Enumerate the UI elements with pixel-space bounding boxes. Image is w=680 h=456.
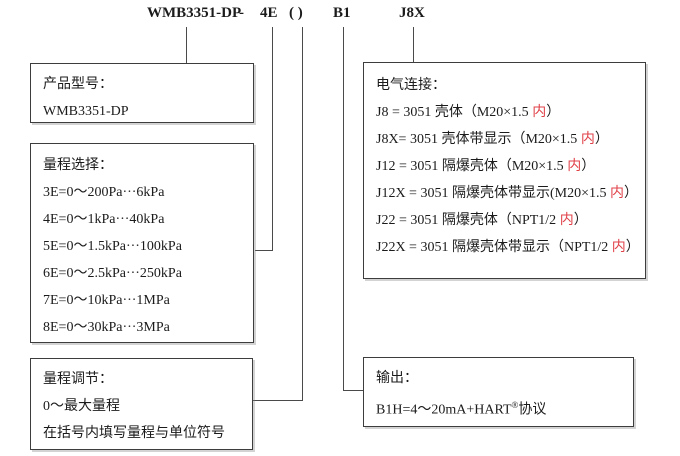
range-option: 8E=0～30kPa···3MPa [43,320,170,335]
output-value-text: B1H=4～20mA+HART [376,402,512,418]
range-option: 7E=0～10kPa···1MPa [43,293,170,308]
electrical-option: J8X= 3051 壳体带显示（M20×1.5 内） [364,126,645,153]
range-option: 6E=0～2.5kPa···250kPa [43,266,182,281]
range-option: 3E=0～200Pa···6kPa [43,185,165,200]
electrical-option-text: J12X = 3051 隔爆壳体带显示(M20×1.5 [376,186,610,201]
header-paren-placeholder: ( ) [289,5,303,21]
electrical-option-red-text: 内 [567,159,582,174]
electrical-option-text: J12 = 3051 隔爆壳体（M20×1.5 [376,159,568,174]
output-box: 输出： B1H=4～20mA+HART®协议 [363,357,634,427]
electrical-option-text: J8X= 3051 壳体带显示（M20×1.5 [376,132,581,147]
range-adjustment-title: 量程调节： [43,372,113,387]
header-dash: - [239,5,244,21]
electrical-connection-box: 电气连接： J8 = 3051 壳体（M20×1.5 内） J8X= 3051 … [363,62,646,279]
connector-adjust-vline [302,27,303,401]
connector-range-vline [272,27,273,251]
header-connection-code: J8X [399,5,425,21]
electrical-option-text: J22 = 3051 隔爆壳体（NPT1/2 [376,213,560,228]
connector-adjust-hline [253,400,303,401]
header-range-code: 4E [260,5,278,21]
electrical-connection-title: 电气连接： [376,78,446,93]
registered-trademark-symbol: ® [511,400,519,410]
electrical-option-red-text: 内 [611,240,626,255]
output-value: B1H=4～20mA+HART®协议 [364,392,633,424]
range-option: 5E=0～1.5kPa···100kPa [43,239,182,254]
electrical-option-close: ） [546,105,561,120]
electrical-option: J22X = 3051 隔爆壳体带显示（NPT1/2 内） [364,234,645,261]
electrical-option-close: ） [623,186,638,201]
electrical-option-red-text: 内 [609,186,624,201]
output-title: 输出： [376,371,418,386]
electrical-option-text: J22X = 3051 隔爆壳体带显示（NPT1/2 [376,240,612,255]
electrical-option-close: ） [594,132,609,147]
electrical-option-close: ） [573,213,588,228]
range-adjustment-box: 量程调节： 0～最大量程 在括号内填写量程与单位符号 [30,358,253,450]
output-value-suffix: 协议 [518,402,547,418]
electrical-option: J22 = 3051 隔爆壳体（NPT1/2 内） [364,207,645,234]
electrical-option-close: ） [625,240,640,255]
electrical-option-red-text: 内 [559,213,574,228]
electrical-option: J8 = 3051 壳体（M20×1.5 内） [364,99,645,126]
range-adjustment-line1: 0～最大量程 [43,399,120,414]
connector-range-hline [255,250,273,251]
range-option: 4E=0～1kPa···40kPa [43,212,165,227]
product-model-box: 产品型号： WMB3351-DP [30,63,254,123]
header-output-code: B1 [333,5,351,21]
connector-electrical-vline [413,27,414,62]
product-model-title: 产品型号： [43,77,113,92]
connector-output-vline [343,27,344,391]
electrical-option: J12 = 3051 隔爆壳体（M20×1.5 内） [364,153,645,180]
electrical-option-text: J8 = 3051 壳体（M20×1.5 [376,105,533,120]
header-model-code: WMB3351-DP [147,5,242,21]
electrical-option-red-text: 内 [580,132,595,147]
electrical-option: J12X = 3051 隔爆壳体带显示(M20×1.5 内） [364,180,645,207]
connector-output-hline [343,390,363,391]
range-selection-title: 量程选择： [43,158,113,173]
electrical-option-red-text: 内 [532,105,547,120]
electrical-option-close: ） [581,159,596,174]
connector-model-vline [186,27,187,63]
product-model-value: WMB3351-DP [43,104,129,119]
range-selection-box: 量程选择： 3E=0～200Pa···6kPa 4E=0～1kPa···40kP… [30,143,254,343]
range-adjustment-line2: 在括号内填写量程与单位符号 [43,426,225,441]
